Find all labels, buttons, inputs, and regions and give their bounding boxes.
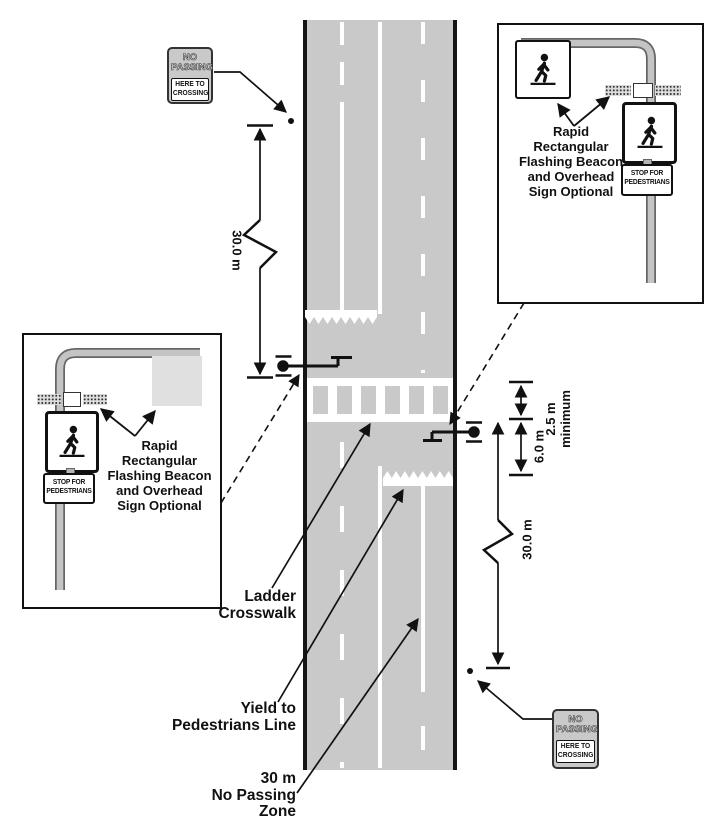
dimension-text-right-30m: 30.0 m <box>519 519 535 560</box>
pole-symbol-left <box>275 355 352 377</box>
label-ladder-crosswalk: Ladder Crosswalk <box>218 588 296 622</box>
dimension-text-crosswalk-width: 2.5 m minimum <box>543 390 573 448</box>
caption-arrows <box>557 96 611 127</box>
no-passing-headline: NO PASSING <box>171 52 214 73</box>
sign-location-dot-top <box>288 118 294 124</box>
lane-line-left-dashed-top <box>340 22 344 122</box>
rrfb-beacon-center <box>63 392 81 407</box>
pole-and-arrows <box>521 38 656 283</box>
label-no-passing-zone: 30 m No Passing Zone <box>211 770 296 820</box>
dimension-right-30m <box>481 421 515 670</box>
callout-dashed-left <box>220 373 300 504</box>
rrfb-beacon-right <box>655 85 681 96</box>
stop-for-pedestrians-sign: STOP FOR PEDESTRIANS <box>43 473 95 504</box>
rrfb-beacon-right <box>83 394 107 405</box>
rrfb-caption: Rapid Rectangular Flashing Beacon and Ov… <box>518 124 624 199</box>
no-passing-sign-top: NO PASSING HERE TO CROSSING <box>167 47 213 104</box>
yield-line-top <box>305 310 377 324</box>
lane-line-right-dashed-top <box>421 22 425 373</box>
lane-line-right-dashed-bottom <box>421 668 425 768</box>
yield-line-bottom <box>383 471 453 486</box>
centre-line-bottom <box>378 466 382 768</box>
dimension-text-left-30m: 30.0 m <box>229 230 245 271</box>
detail-inset-top-right: STOP FOR PEDESTRIANS Rapid Rectangular F… <box>497 23 704 304</box>
leader-yield-line <box>277 488 404 703</box>
here-to-crossing-tab: HERE TO CROSSING <box>171 78 209 101</box>
overhead-sign-optional-ghost <box>152 356 202 406</box>
leader-ladder-crosswalk <box>271 422 371 589</box>
rrfb-caption: Rapid Rectangular Flashing Beacon and Ov… <box>107 438 212 513</box>
lane-line-left-solid-no-passing <box>340 122 344 312</box>
rrfb-beacon-left <box>37 394 61 405</box>
stop-for-pedestrians-sign: STOP FOR PEDESTRIANS <box>621 164 673 196</box>
rrfb-beacon-left <box>605 85 631 96</box>
pedestrian-walker-icon <box>632 113 668 153</box>
leader-no-passing-top <box>214 71 287 113</box>
here-to-crossing-tab: HERE TO CROSSING <box>556 740 595 763</box>
lane-line-left-dashed-bottom <box>340 442 344 768</box>
pedestrian-crossing-sign <box>45 411 99 473</box>
pole-and-arrows <box>55 348 200 590</box>
no-passing-sign-bottom: NO PASSING HERE TO CROSSING <box>552 709 599 769</box>
label-yield-to-pedestrians-line: Yield to Pedestrians Line <box>171 700 296 734</box>
dimension-left-30m <box>241 124 279 379</box>
road-edge-left <box>303 20 307 770</box>
ladder-crosswalk-marking <box>307 378 453 422</box>
road-edge-right <box>453 20 457 770</box>
detail-inset-bottom-left: STOP FOR PEDESTRIANS Rapid Rectangular F… <box>22 333 222 609</box>
pedestrian-crossing-sign <box>622 102 677 164</box>
caption-arrows <box>99 408 156 437</box>
rrfb-beacon-center <box>633 83 653 98</box>
pedestrian-walker-icon <box>525 50 561 90</box>
leader-no-passing-bottom <box>477 680 552 720</box>
dimension-text-yield-setback: 6.0 m <box>531 429 547 464</box>
pole-symbol-right <box>423 421 482 443</box>
lane-line-right-solid-no-passing <box>421 486 425 668</box>
leader-no-passing-zone <box>296 617 419 794</box>
overhead-pedestrian-sign <box>515 40 571 99</box>
centre-line-top <box>378 22 382 314</box>
sign-location-dot-bottom <box>467 668 473 674</box>
dimension-crosswalk-width <box>509 380 533 477</box>
pedestrian-walker-icon <box>54 422 90 462</box>
no-passing-headline: NO PASSING <box>556 714 599 735</box>
callout-dashed-right <box>449 302 525 426</box>
crosswalk-bars <box>313 386 453 414</box>
